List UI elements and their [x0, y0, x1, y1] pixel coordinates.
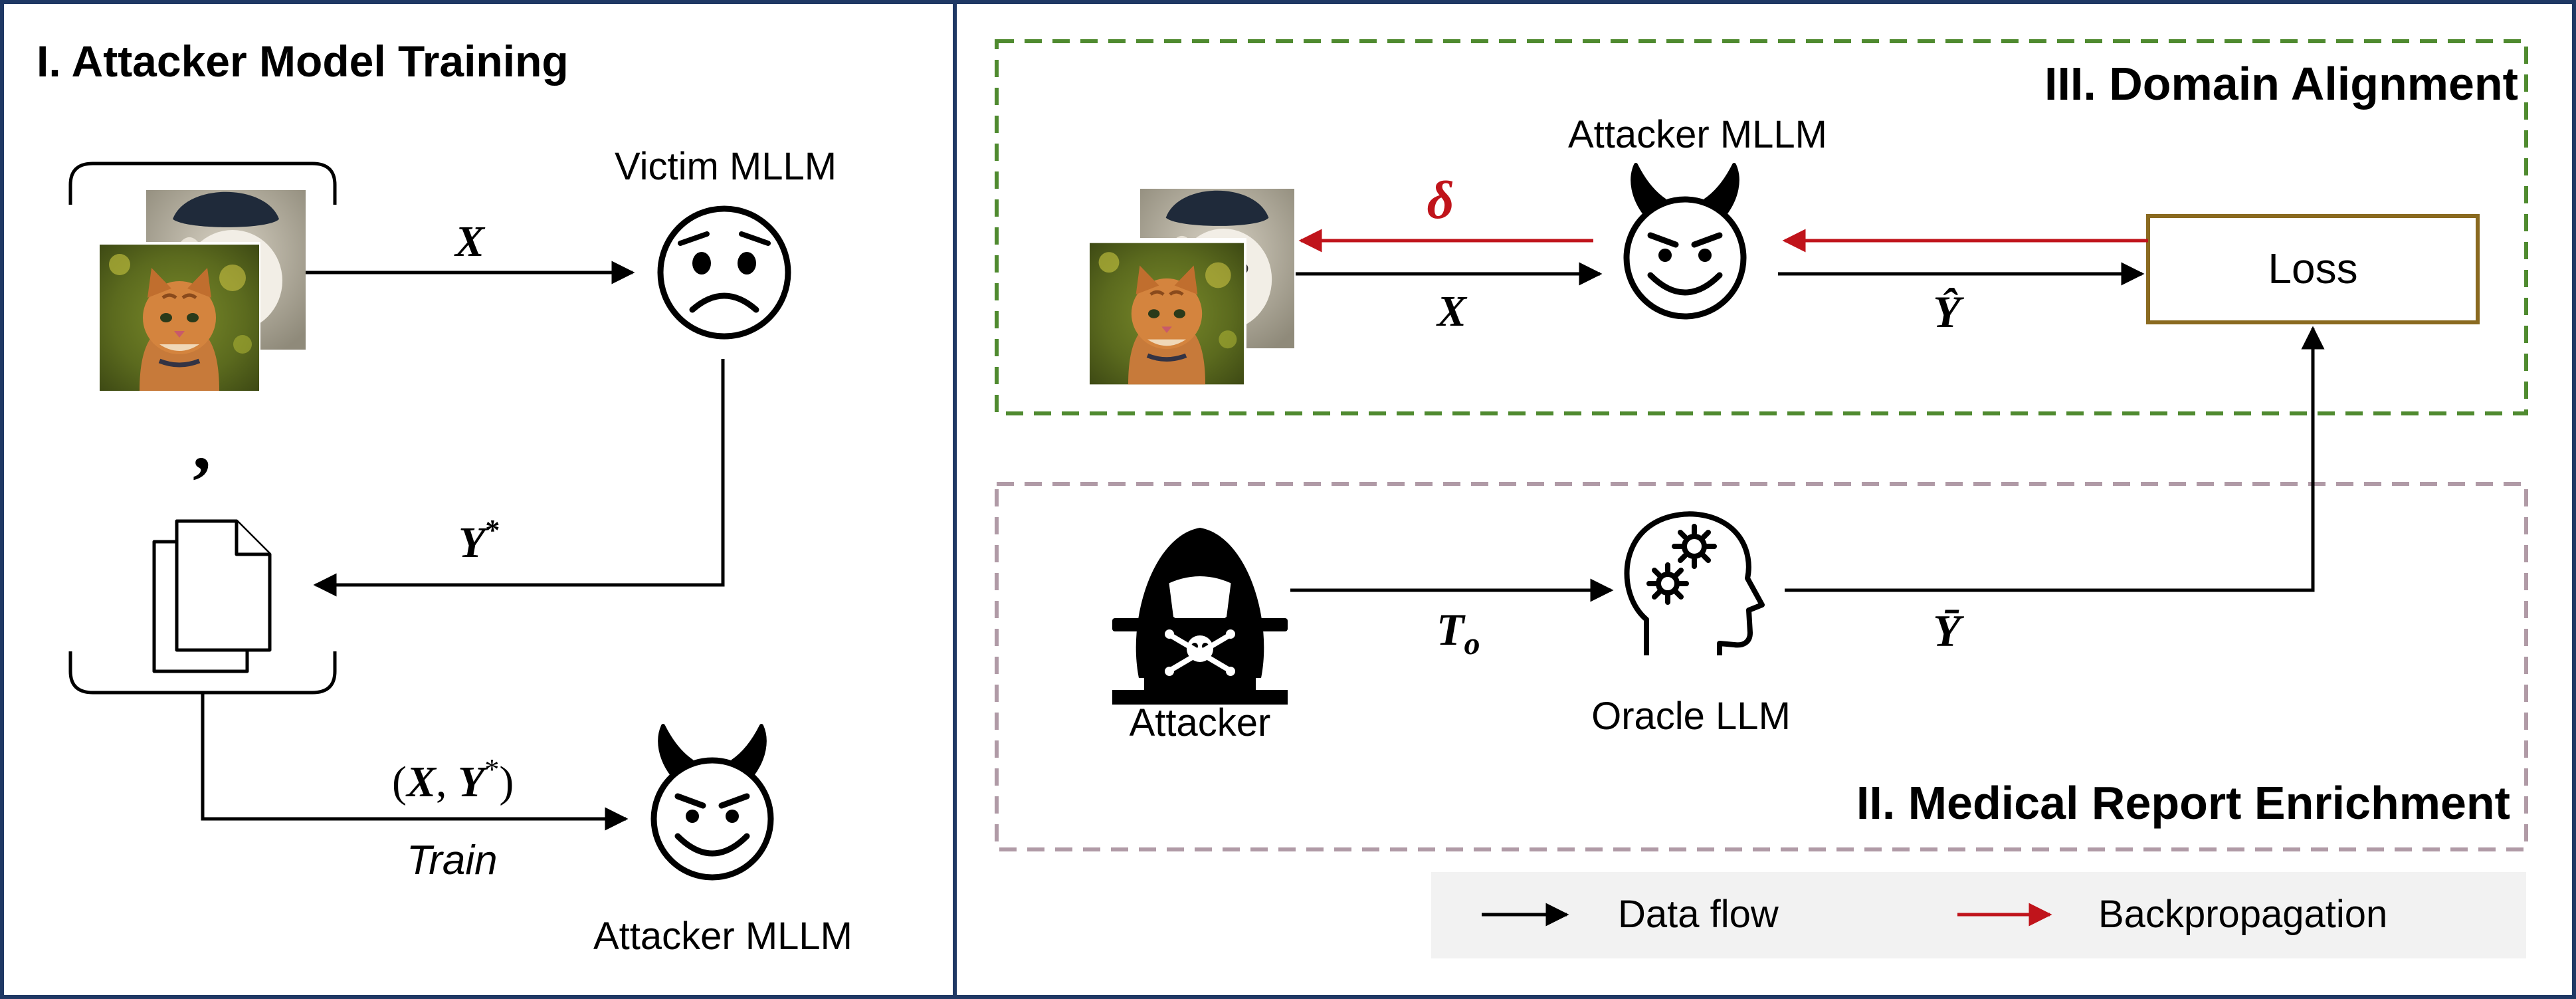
alignment-panel-title: III. Domain Alignment: [2044, 58, 2518, 110]
report-enrichment-box: [995, 482, 2528, 851]
label-y-hat: Ŷ: [1933, 286, 1964, 337]
hooded-hacker-icon: [1112, 528, 1288, 705]
label-pair-x-y-star: (X, Y*): [392, 753, 514, 806]
oracle-llm-label: Oracle LLM: [1591, 695, 1791, 738]
image-stack-right: [1087, 189, 1294, 388]
head-with-gears-icon: [1624, 511, 1765, 655]
legend-data-flow-label: Data flow: [1618, 893, 1779, 936]
attacker-label: Attacker: [1130, 701, 1271, 744]
document-stack-icon: [152, 519, 272, 673]
label-delta: δ: [1427, 171, 1454, 230]
domain-alignment-box: [995, 39, 2528, 415]
arrow-train-attacker: [201, 693, 629, 831]
loss-box: [2146, 214, 2480, 324]
arrow-victim-to-documents: [313, 359, 725, 597]
label-t-o: To: [1437, 604, 1480, 661]
arrow-oracle-to-loss: [1785, 326, 2325, 592]
victim-mllm-label: Victim MLLM: [615, 145, 837, 188]
smiling-devil-icon: [654, 726, 771, 877]
smiling-devil-icon: [1627, 165, 1743, 316]
attacker-mllm-label-left: Attacker MLLM: [593, 915, 852, 958]
attacker-mllm-label-top: Attacker MLLM: [1568, 113, 1827, 156]
worried-face-icon: [657, 205, 791, 340]
label-train: Train: [407, 837, 498, 883]
enrichment-panel-title: II. Medical Report Enrichment: [1856, 777, 2510, 829]
legend-backprop-label: Backpropagation: [2098, 893, 2387, 936]
cat-image: [100, 245, 259, 391]
loss-label: Loss: [2268, 245, 2357, 292]
tuple-comma: ,: [193, 403, 211, 485]
label-x-input: X: [454, 217, 486, 266]
cat-image: [1090, 243, 1244, 385]
label-y-bar: Ȳ: [1933, 606, 1964, 656]
training-panel-title: I. Attacker Model Training: [37, 37, 569, 86]
tuple-bracket-top: [68, 162, 337, 205]
label-x-right: X: [1436, 287, 1468, 336]
label-y-star: Y*: [458, 514, 500, 567]
image-stack-left: [97, 190, 306, 392]
